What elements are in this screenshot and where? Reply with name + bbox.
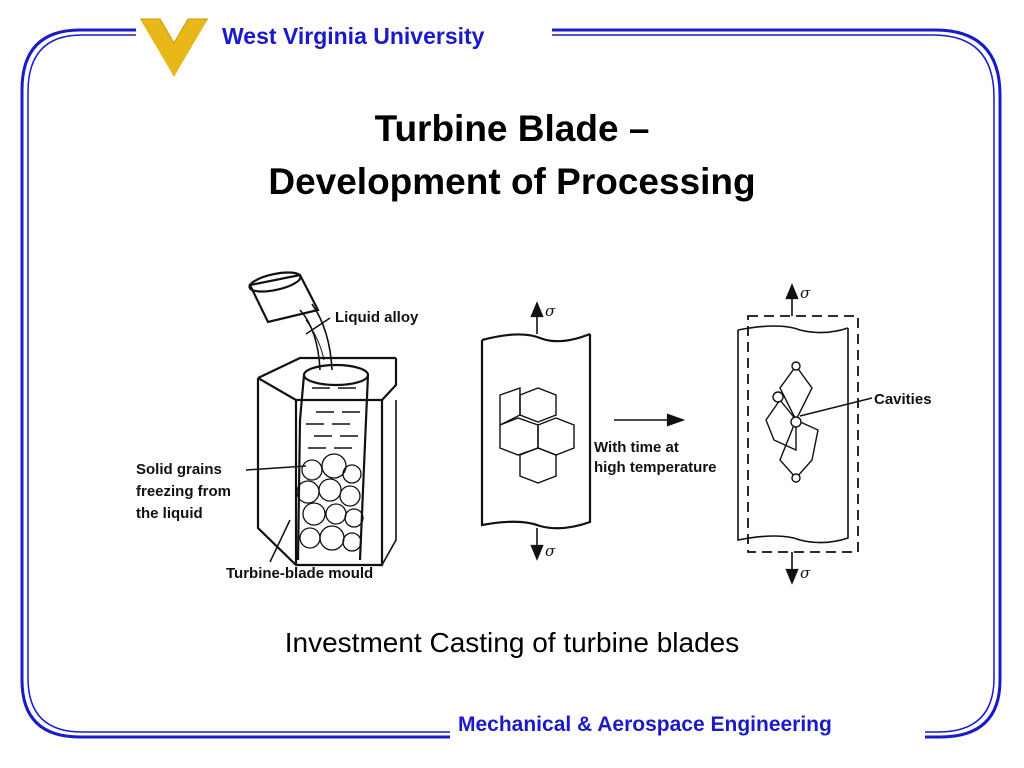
sigma-top-right: σ: [800, 284, 811, 302]
label-with-time-2: high temperature: [594, 459, 717, 476]
label-solid-grains-1: Solid grains: [136, 461, 222, 478]
sigma-top-middle: σ: [545, 302, 556, 320]
label-solid-grains-2: freezing from: [136, 483, 231, 500]
wvu-logo: [140, 18, 208, 77]
slide-title-line-1: Turbine Blade –: [374, 108, 650, 149]
label-turbine-blade-mould: Turbine-blade mould: [226, 565, 373, 582]
label-cavities: Cavities: [874, 391, 932, 408]
sigma-bottom-middle: σ: [545, 542, 556, 560]
university-name: West Virginia University: [222, 23, 485, 49]
slide-title-line-2: Development of Processing: [268, 161, 756, 202]
department-name: Mechanical & Aerospace Engineering: [458, 713, 832, 736]
figure-caption: Investment Casting of turbine blades: [284, 627, 740, 658]
label-solid-grains-3: the liquid: [136, 505, 203, 522]
sigma-bottom-right: σ: [800, 564, 811, 582]
label-with-time-1: With time at: [594, 439, 679, 456]
label-liquid-alloy: Liquid alloy: [335, 309, 419, 326]
